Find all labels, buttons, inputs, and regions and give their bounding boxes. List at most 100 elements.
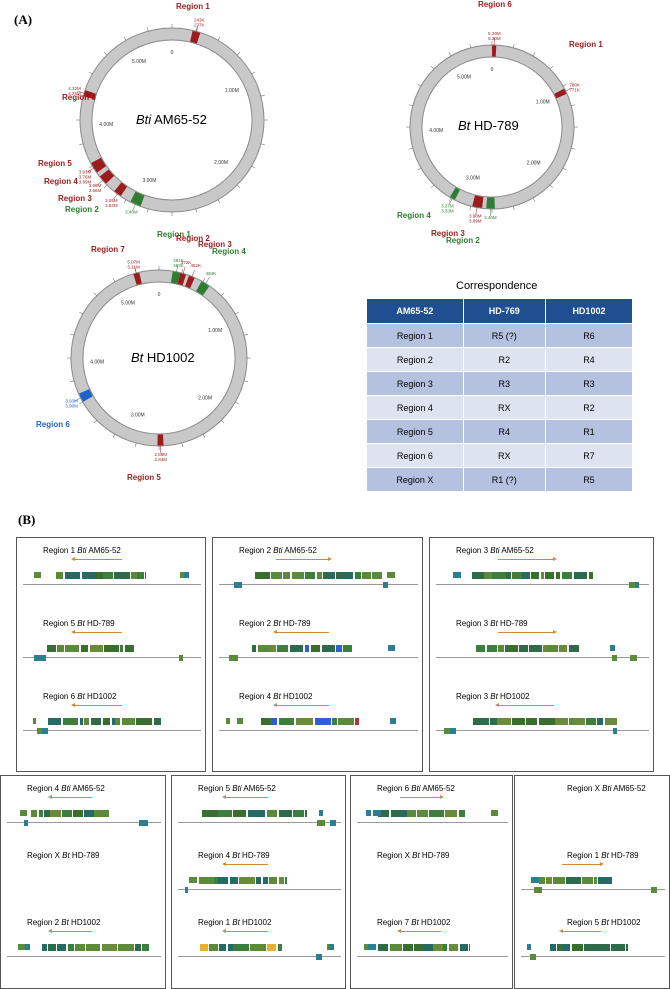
table-cell: R5 — [544, 467, 634, 492]
gene-block — [330, 572, 336, 579]
gene-block — [475, 645, 486, 652]
coordinate-axis — [178, 822, 341, 823]
gene-block — [377, 944, 388, 951]
region-arc — [554, 88, 567, 99]
gene-block — [597, 877, 612, 884]
track-title: Region X Bt HD-789 — [377, 851, 450, 860]
region-arc — [130, 191, 145, 206]
gene-block — [230, 877, 239, 884]
gene-block — [525, 718, 538, 725]
direction-arrow — [396, 929, 441, 933]
table-cell: Region X — [366, 467, 464, 492]
gene-block — [85, 944, 100, 951]
gene-block — [113, 572, 131, 579]
gene-block — [284, 877, 288, 884]
tick-label: 2.00M — [214, 160, 228, 166]
gene-block — [539, 718, 555, 725]
gene-block — [371, 572, 383, 579]
gene-block — [610, 944, 626, 951]
region-arc — [196, 281, 210, 296]
region-arc — [99, 169, 115, 184]
flanking-gene — [33, 572, 42, 578]
gene-block — [332, 718, 338, 725]
gene-block — [413, 944, 424, 951]
gene-block — [389, 944, 402, 951]
gene-track — [377, 810, 465, 817]
gene-block — [604, 718, 618, 725]
track-title: Region 6 Bti AM65-52 — [377, 784, 455, 793]
direction-arrow — [399, 795, 444, 799]
gene-track — [47, 645, 134, 652]
flanking-gene — [388, 645, 395, 651]
gene-block — [468, 944, 470, 951]
gene-block — [268, 877, 278, 884]
gene-block — [472, 572, 484, 579]
flanking-gene — [363, 944, 371, 950]
direction-arrow — [494, 703, 554, 707]
gene-track — [30, 810, 109, 817]
flanking-gene — [189, 877, 197, 883]
gene-block — [277, 944, 282, 951]
region-position-label: 3.89M — [79, 179, 92, 184]
region-arc — [177, 273, 187, 286]
track-title: Region 1 Bt HD1002 — [198, 918, 272, 927]
table-cell: R4 — [462, 419, 546, 444]
table-cell: R3 — [544, 371, 634, 396]
region-label: Region 4 — [44, 177, 78, 186]
gene-track — [199, 944, 282, 951]
table-cell: R1 — [544, 419, 634, 444]
gene-block — [497, 718, 512, 725]
gene-block — [547, 645, 559, 652]
region-position-label: 3.89M — [469, 218, 482, 223]
gene-block — [589, 572, 594, 579]
gene-block — [402, 944, 414, 951]
genome-title-hd-789: Bt HD-789 — [458, 118, 519, 133]
gene-block — [295, 718, 313, 725]
gene-block — [96, 572, 103, 579]
gene-block — [262, 877, 269, 884]
track-title: Region 2 Bti AM65-52 — [239, 546, 317, 555]
table-cell: R6 — [544, 323, 634, 348]
gene-block — [208, 944, 219, 951]
column-header: HD-769 — [462, 298, 546, 324]
region-position-label: 3.46M — [484, 215, 497, 220]
region-position-label: 3.93M — [79, 169, 92, 174]
gene-block — [90, 718, 101, 725]
flanking-gene — [22, 944, 30, 950]
coordinate-axis — [23, 584, 201, 585]
flanking-gene — [185, 887, 189, 893]
flanking-gene — [316, 954, 323, 960]
circular-genome-maps: 01.00M2.00M3.00M4.00M5.00M243K277K4.32M4… — [65, 18, 580, 462]
direction-arrow — [561, 862, 604, 866]
track-title: Region 5 Bt HD1002 — [567, 918, 641, 927]
gene-track — [201, 810, 308, 817]
table-cell: R2 — [462, 347, 546, 372]
gene-block — [518, 645, 529, 652]
gene-track — [260, 718, 360, 725]
gene-block — [41, 944, 48, 951]
direction-arrow — [558, 929, 601, 933]
region-arc — [79, 389, 93, 402]
track-title: Region 1 Bt HD-789 — [567, 851, 639, 860]
tick-label: 0 — [491, 67, 494, 73]
table-cell: Region 2 — [366, 347, 464, 372]
region-position-label: 5.29M — [488, 31, 501, 36]
gene-block — [102, 718, 110, 725]
gene-block — [119, 645, 124, 652]
table-cell: R7 — [544, 443, 634, 468]
gene-block — [251, 645, 257, 652]
region-position-label: 3.98M — [469, 213, 482, 218]
region-label: Region 3 — [431, 229, 465, 238]
gene-block — [573, 718, 586, 725]
flanking-gene — [629, 582, 636, 588]
region-position-label: 3.40M — [125, 210, 138, 215]
gene-block — [506, 572, 511, 579]
region-arc — [472, 195, 484, 208]
gene-block — [304, 810, 308, 817]
gene-block — [154, 718, 161, 725]
